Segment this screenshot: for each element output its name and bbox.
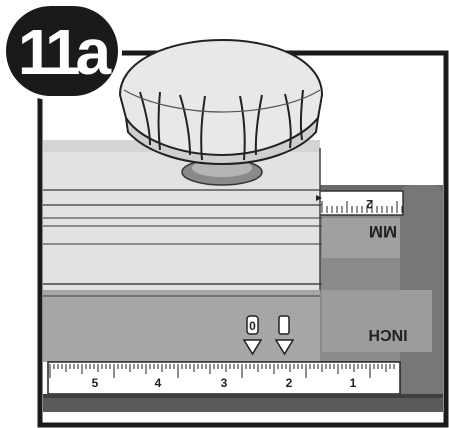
position-marker-1: 1 — [274, 315, 295, 356]
top-ruler — [317, 190, 404, 216]
step-badge: 11a — [0, 0, 124, 102]
position-marker-0: 0 — [242, 315, 263, 356]
bottom-scale-number: 1 — [350, 376, 357, 390]
inch-label: INCH — [368, 326, 407, 343]
step-label: 11a — [17, 16, 111, 88]
mm-label: MM — [369, 222, 397, 241]
arrow-down-icon — [242, 339, 263, 356]
bottom-ruler — [47, 361, 401, 395]
knob-icon — [118, 38, 324, 186]
marker-0-label: 0 — [249, 319, 256, 333]
bottom-scale-number: 5 — [92, 376, 99, 390]
slider-body — [43, 140, 320, 290]
marker-1-label: 1 — [281, 319, 288, 333]
bottom-scale-number: 2 — [286, 376, 293, 390]
lower-plate — [43, 290, 320, 362]
bottom-scale-number: 3 — [221, 376, 228, 390]
top-scale-number: 2 — [366, 197, 373, 211]
bottom-scale-number: 4 — [155, 376, 162, 390]
arrow-down-icon — [274, 339, 295, 356]
